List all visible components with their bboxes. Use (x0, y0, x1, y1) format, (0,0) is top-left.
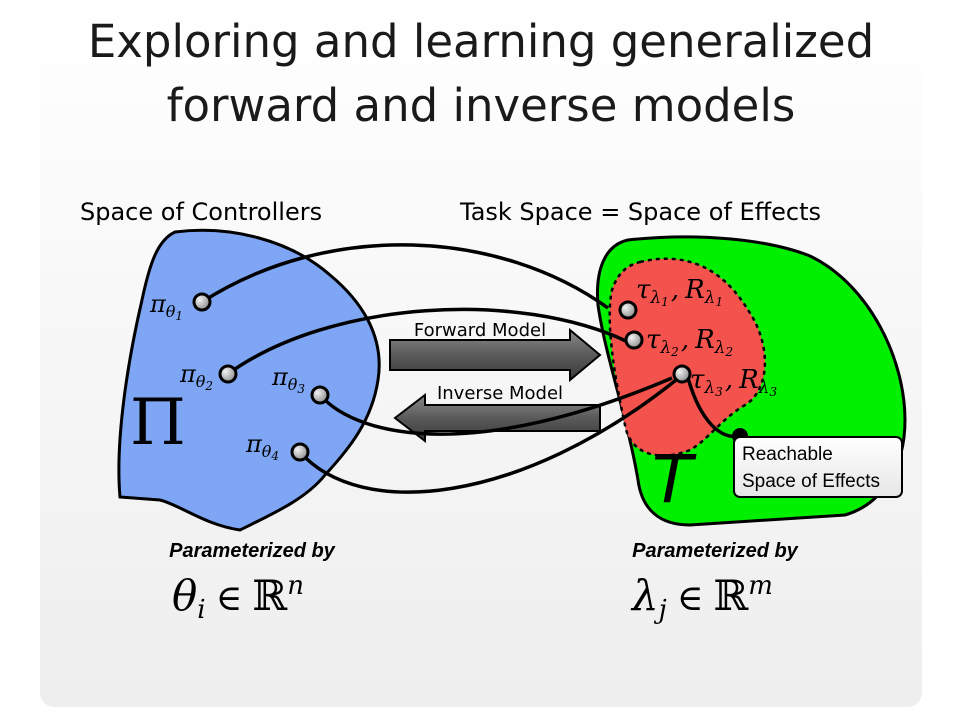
title-line-2: forward and inverse models (166, 79, 796, 132)
callout-line-1: Reachable (742, 444, 833, 465)
title-line-1: Exploring and learning generalized (87, 15, 875, 68)
callout-line-2: Space of Effects (742, 471, 880, 492)
controller-param-label: Parameterized by (169, 540, 336, 562)
task-param-label: Parameterized by (632, 540, 799, 562)
task-label-3: τλ3,Rλ3 (690, 365, 777, 399)
inverse-model-label: Inverse Model (437, 383, 563, 404)
controller-space-heading: Space of Controllers (80, 198, 322, 226)
task-space-symbol: T (652, 441, 697, 518)
inverse-model-arrow (393, 392, 601, 444)
controller-label-1: πθ1 (149, 290, 183, 323)
controller-label-2: πθ2 (179, 360, 213, 393)
reachable-space-region (608, 257, 767, 457)
task-space-heading: Task Space = Space of Effects (459, 198, 821, 226)
controller-node-1 (192, 292, 212, 312)
controller-space-symbol: Π (130, 386, 186, 460)
link-controller-2-task-2 (226, 307, 629, 376)
forward-model-arrow (389, 327, 602, 383)
slide-title: Exploring and learning generalized forwa… (40, 10, 922, 138)
reachable-callout-box (733, 436, 903, 498)
task-node-3 (672, 364, 692, 384)
task-node-2 (624, 330, 644, 350)
controller-label-4: πθ4 (245, 430, 279, 463)
controller-param-formula: θi∈ℝn (172, 571, 304, 625)
controller-node-4 (290, 442, 310, 462)
controller-label-3: πθ3 (271, 363, 305, 396)
task-param-formula: λj∈ℝm (630, 571, 773, 625)
link-controller-4-task-3 (298, 378, 678, 494)
controller-node-3 (310, 385, 330, 405)
controller-node-2 (218, 364, 238, 384)
forward-model-label: Forward Model (414, 320, 546, 341)
task-node-1 (618, 300, 638, 320)
task-label-1: τλ1,Rλ1 (636, 275, 723, 309)
link-controller-3-task-3 (318, 376, 673, 436)
controller-space-region (117, 228, 381, 532)
task-label-2: τλ2,Rλ2 (646, 325, 733, 359)
link-controller-1-task-1 (201, 243, 610, 310)
